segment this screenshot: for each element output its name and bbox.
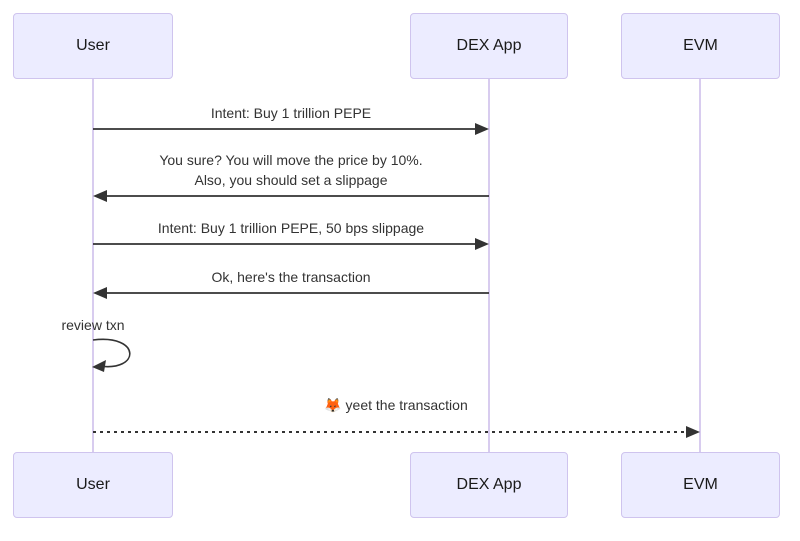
message-label-1: Intent: Buy 1 trillion PEPE — [210, 105, 372, 121]
actor-label: DEX App — [456, 37, 522, 54]
message-label-3: Intent: Buy 1 trillion PEPE, 50 bps slip… — [157, 220, 425, 236]
actor-bottom-evm: EVM — [621, 452, 780, 518]
actor-top-dexapp: DEX App — [410, 13, 568, 79]
arrowhead-left-2 — [93, 190, 107, 202]
arrowhead-right-6 — [686, 426, 700, 438]
message-label-5-self: review txn — [61, 317, 125, 333]
arrowhead-left-5 — [92, 360, 106, 372]
arrowhead-right-1 — [475, 123, 489, 135]
actor-label: User — [76, 476, 110, 493]
actor-label: EVM — [683, 37, 718, 54]
message-label-2-line-2: Also, you should set a slippage — [194, 172, 388, 188]
actor-label: DEX App — [456, 476, 522, 493]
message-label-4: Ok, here's the transaction — [211, 269, 371, 285]
message-label-2: You sure? You will move the price by 10%… — [91, 150, 491, 190]
message-label-2-line-1: You sure? You will move the price by 10%… — [159, 152, 423, 168]
message-label-6: 🦊 yeet the transaction — [324, 397, 468, 413]
actor-top-user: User — [13, 13, 173, 79]
actor-label: EVM — [683, 476, 718, 493]
actor-bottom-dexapp: DEX App — [410, 452, 568, 518]
actor-top-evm: EVM — [621, 13, 780, 79]
self-loop-arc — [92, 338, 131, 368]
actor-label: User — [76, 37, 110, 54]
actor-bottom-user: User — [13, 452, 173, 518]
arrowhead-right-3 — [475, 238, 489, 250]
arrowhead-left-4 — [93, 287, 107, 299]
